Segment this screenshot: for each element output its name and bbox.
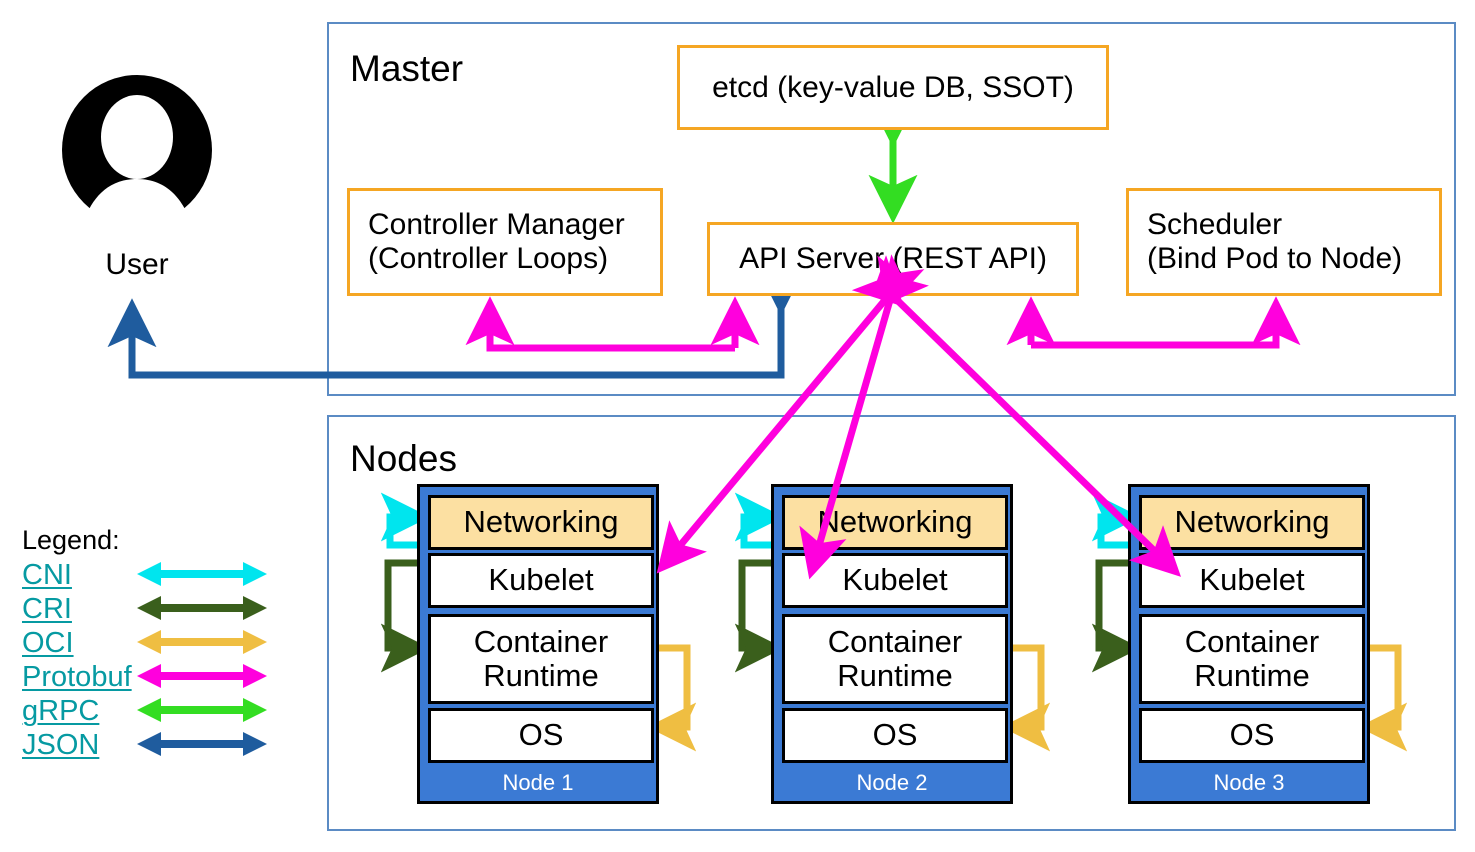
node-1-container-runtime[interactable]: Container Runtime (428, 614, 654, 704)
node-3-kubelet-label: Kubelet (1199, 562, 1305, 598)
node-2-kubelet-label: Kubelet (842, 562, 948, 598)
legend-label-oci[interactable]: OCI (22, 627, 74, 659)
master-title: Master (350, 48, 464, 89)
legend-label-cri[interactable]: CRI (22, 593, 72, 625)
controller-manager-label-line1: Controller Manager (368, 208, 625, 242)
node-1-kubelet[interactable]: Kubelet (428, 553, 654, 608)
etcd-label: etcd (key-value DB, SSOT) (712, 70, 1074, 104)
node-2-kubelet[interactable]: Kubelet (782, 553, 1008, 608)
node-1-networking[interactable]: Networking (428, 495, 654, 550)
scheduler-box[interactable]: Scheduler (Bind Pod to Node) (1126, 188, 1442, 296)
legend-arrow-json (137, 731, 267, 762)
node-1-os-label: OS (518, 717, 564, 753)
node-1[interactable]: Networking Kubelet Container Runtime OS … (417, 484, 659, 804)
controller-manager-box[interactable]: Controller Manager (Controller Loops) (347, 188, 663, 296)
node-3-name: Node 3 (1213, 770, 1285, 795)
node-3-runtime-label-line1: Container (1184, 623, 1320, 659)
etcd-box[interactable]: etcd (key-value DB, SSOT) (677, 45, 1109, 130)
node-3-networking[interactable]: Networking (1139, 495, 1365, 550)
legend-arrow-cri (137, 595, 267, 626)
legend-label-grpc[interactable]: gRPC (22, 695, 100, 727)
legend-label-cni[interactable]: CNI (22, 559, 72, 591)
legend-title: Legend: (22, 525, 120, 555)
node-2-runtime-label-line1: Container (827, 623, 963, 659)
node-3-networking-label: Networking (1174, 504, 1330, 540)
node-2-os[interactable]: OS (782, 708, 1008, 763)
node-3-os[interactable]: OS (1139, 708, 1365, 763)
node-1-runtime-label-line2: Runtime (483, 658, 599, 693)
node-3[interactable]: Networking Kubelet Container Runtime OS … (1128, 484, 1370, 804)
controller-manager-label-line2: (Controller Loops) (368, 242, 609, 275)
node-2-networking-label: Networking (817, 504, 973, 540)
user-label: User (105, 248, 169, 281)
nodes-title: Nodes (350, 438, 457, 479)
node-3-os-label: OS (1229, 717, 1275, 753)
node-2-container-runtime[interactable]: Container Runtime (782, 614, 1008, 704)
node-2-runtime-label-line2: Runtime (837, 658, 953, 693)
node-2-networking[interactable]: Networking (782, 495, 1008, 550)
legend-arrow-cni (137, 561, 267, 592)
api-server-label: API Server (REST API) (739, 242, 1047, 276)
legend: Legend: CNI CRI OCI (22, 525, 272, 760)
node-2[interactable]: Networking Kubelet Container Runtime OS … (771, 484, 1013, 804)
legend-arrow-protobuf (137, 663, 267, 694)
node-1-name: Node 1 (502, 770, 574, 795)
node-3-kubelet[interactable]: Kubelet (1139, 553, 1365, 608)
node-1-kubelet-label: Kubelet (488, 562, 594, 598)
legend-arrow-oci (137, 629, 267, 660)
legend-arrow-grpc (137, 697, 267, 728)
node-2-os-label: OS (872, 717, 918, 753)
scheduler-label-line1: Scheduler (1147, 208, 1283, 242)
node-1-os[interactable]: OS (428, 708, 654, 763)
user-avatar-icon (62, 75, 212, 225)
legend-label-json[interactable]: JSON (22, 729, 100, 761)
node-1-networking-label: Networking (463, 504, 619, 540)
node-3-container-runtime[interactable]: Container Runtime (1139, 614, 1365, 704)
node-2-name: Node 2 (856, 770, 928, 795)
scheduler-label-line2: (Bind Pod to Node) (1147, 242, 1403, 275)
node-1-runtime-label-line1: Container (473, 623, 609, 659)
api-server-box[interactable]: API Server (REST API) (707, 222, 1079, 296)
legend-label-protobuf[interactable]: Protobuf (22, 661, 132, 693)
node-3-runtime-label-line2: Runtime (1194, 658, 1310, 693)
